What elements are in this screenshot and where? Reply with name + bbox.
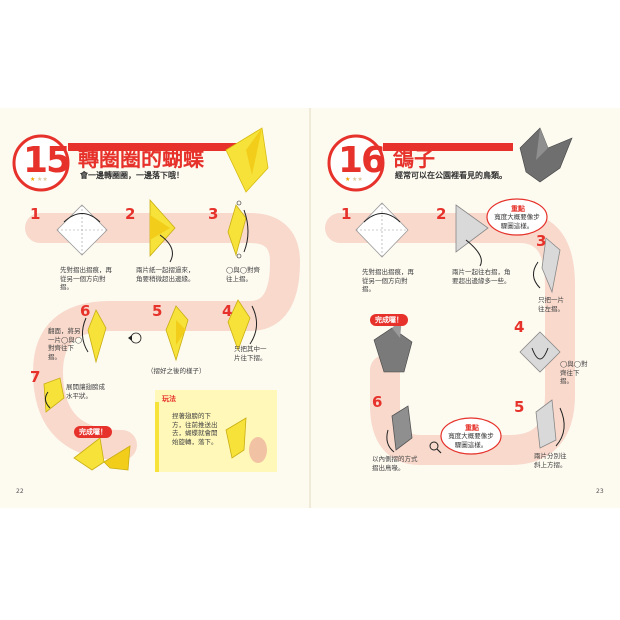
left-step2-diagram <box>149 198 176 263</box>
left-step7-number: 7 <box>30 368 41 386</box>
page-gutter <box>309 108 311 508</box>
right-step5-number: 5 <box>514 398 525 416</box>
left-step6-number: 6 <box>80 302 91 320</box>
point2-title: 重點 <box>465 424 479 432</box>
left-step4-caption: 只把其中一片往下摺。 <box>234 345 267 362</box>
left-difficulty-stars: ★ ★★ <box>30 176 48 183</box>
svg-text:★★: ★★ <box>352 176 363 183</box>
right-step5-caption: 兩片分別往斜上方摺。 <box>534 452 567 469</box>
left-step3-diagram <box>227 200 249 259</box>
right-point2-callout <box>440 417 502 455</box>
play-text: 捏著翅膀的下方，往前推送出去，蝴蝶就會開始旋轉，落下。 <box>172 412 218 446</box>
right-step6-number: 6 <box>372 393 383 411</box>
right-step4-caption: ◯與◯對齊往下摺。 <box>560 360 588 385</box>
right-step2-caption: 兩片一起往右摺，角要超出邊緣多一些。 <box>452 268 511 285</box>
svg-text:★: ★ <box>345 176 350 183</box>
right-step6-caption: 以內側摺的方式摺出鳥喙。 <box>372 455 418 472</box>
right-step3-caption: 只把一片往左摺。 <box>538 296 564 313</box>
point1-text: 寬度大概要像步驟圖這樣。 <box>494 213 540 230</box>
right-step4-diagram <box>519 331 561 373</box>
right-page-number: 23 <box>596 488 604 495</box>
right-page-title: 鴿子 <box>393 147 435 171</box>
magnifier-icon <box>429 441 442 454</box>
left-step4-diagram <box>227 299 257 352</box>
butterfly-finished-illustration <box>73 437 131 471</box>
butterfly-hero-illustration <box>225 127 269 193</box>
right-point1-callout <box>486 198 548 236</box>
right-subtitle: 經常可以在公園裡看見的鳥類。 <box>395 171 507 180</box>
right-step2-number: 2 <box>436 205 447 223</box>
left-rotate-icon <box>128 332 142 344</box>
right-step1-number: 1 <box>341 205 352 223</box>
right-difficulty-stars: ★ ★★ <box>345 176 363 183</box>
left-step6-caption: 翻面，將另一片◯與◯對齊往下摺。 <box>48 327 83 361</box>
play-title: 玩法 <box>162 395 176 403</box>
right-step3-diagram <box>533 237 561 294</box>
left-step1-number: 1 <box>30 205 41 223</box>
right-step3-number: 3 <box>536 232 547 250</box>
play-box <box>155 390 277 472</box>
left-step6-diagram <box>82 309 107 364</box>
left-done-badge: 完成囉！ <box>74 426 112 438</box>
left-step2-number: 2 <box>125 205 136 223</box>
left-step1-caption: 先對摺出摺痕，再從另一個方向對摺。 <box>60 266 112 291</box>
right-step6-diagram <box>386 405 413 453</box>
right-step2-diagram <box>455 204 489 267</box>
right-done-badge: 完成囉！ <box>370 314 408 326</box>
right-project-number: 16 <box>338 140 386 181</box>
left-title-badge <box>12 134 253 192</box>
left-step5-diagram <box>165 305 189 362</box>
svg-text:★★: ★★ <box>37 176 48 183</box>
left-page-title: 轉圈圈的蝴蝶 <box>78 147 204 171</box>
left-subtitle: 會一邊轉圈圈，一邊落下哦！ <box>80 171 184 180</box>
right-step1-diagram <box>355 202 409 258</box>
right-step1-caption: 先對摺出摺痕，再從另一個方向對摺。 <box>362 268 414 293</box>
left-step7-diagram <box>43 377 65 413</box>
right-step-path <box>325 213 575 465</box>
left-step4-number: 4 <box>222 302 233 320</box>
left-step1-diagram <box>56 204 108 256</box>
svg-text:★: ★ <box>30 176 35 183</box>
left-step5-caption: （摺好之後的樣子） <box>147 367 206 375</box>
point2-text: 寬度大概要像步驟圖這樣。 <box>448 432 494 449</box>
left-project-number: 15 <box>23 140 71 181</box>
point1-title: 重點 <box>511 205 525 213</box>
left-step5-number: 5 <box>152 302 163 320</box>
left-step3-number: 3 <box>208 205 219 223</box>
left-page-number: 22 <box>16 488 24 495</box>
right-title-badge <box>327 134 513 192</box>
left-step2-caption: 兩片紙一起摺過來，角要稍微超出邊緣。 <box>136 266 195 283</box>
right-step4-number: 4 <box>514 318 525 336</box>
pigeon-hero-illustration <box>519 127 573 183</box>
left-step7-caption: 展開讓翅膀成水平狀。 <box>66 383 105 400</box>
right-step5-diagram <box>535 399 565 449</box>
left-step3-caption: ◯與◯對齊往上摺。 <box>226 266 261 283</box>
